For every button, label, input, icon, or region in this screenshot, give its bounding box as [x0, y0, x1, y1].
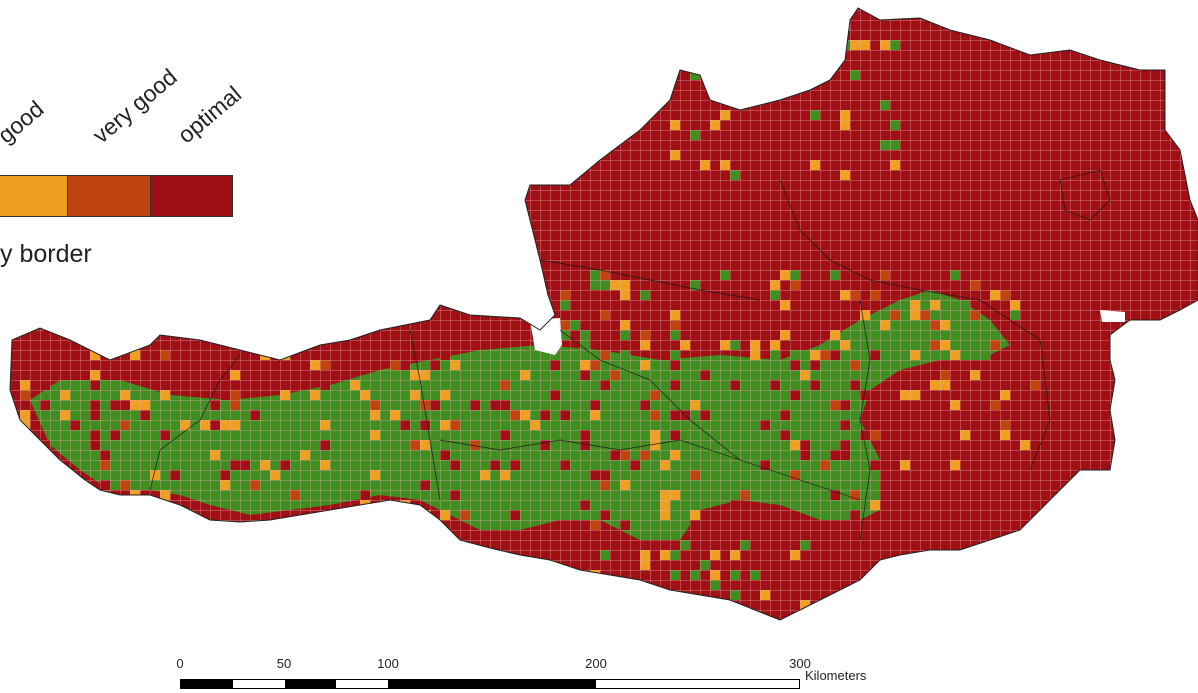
grid-cell [690, 60, 700, 70]
grid-cell [800, 40, 810, 50]
grid-cell [590, 580, 600, 590]
legend-swatch-good [0, 175, 67, 217]
region-border [859, 299, 871, 541]
grid-cell [20, 480, 30, 490]
grid-cell [580, 580, 590, 590]
grid-cell [20, 430, 30, 440]
grid-cell [690, 600, 700, 610]
legend-swatch-optimal [150, 175, 233, 217]
grid-cell [30, 490, 40, 500]
region-border [539, 259, 761, 301]
scale-tick-300: 300 [789, 656, 811, 671]
scale-seg-6 [595, 680, 799, 688]
grid-cell [60, 510, 70, 520]
legend-border-label: y border [0, 240, 92, 268]
scale-tick-0: 0 [176, 656, 184, 671]
region-border [439, 439, 741, 461]
lake-west [530, 318, 562, 355]
lake-east [1100, 310, 1125, 322]
grid-cell [310, 520, 320, 530]
region-border [919, 289, 1051, 471]
region-border [1059, 169, 1111, 221]
grid-cell [680, 600, 690, 610]
grid-cell [730, 40, 740, 50]
grid-cell [150, 510, 160, 520]
grid-cell [710, 20, 720, 30]
region-border [149, 354, 241, 491]
grid-cell [720, 80, 730, 90]
grid-cell [700, 40, 710, 50]
grid-cell [410, 520, 420, 530]
grid-cell [80, 500, 90, 510]
scale-seg-3 [284, 680, 337, 688]
grid-cell [20, 460, 30, 470]
grid-cell [20, 520, 30, 530]
grid-cell [120, 510, 130, 520]
scale-seg-1 [181, 680, 233, 688]
grid-cell [600, 580, 610, 590]
grid-cell [850, 600, 860, 610]
scale-tick-100: 100 [377, 656, 399, 671]
grid-cell [670, 20, 680, 30]
scale-tick-50: 50 [276, 656, 292, 671]
grid-cell [680, 20, 690, 30]
scale-seg-5 [388, 680, 596, 688]
grid-cell [820, 10, 830, 20]
grid-cell [80, 510, 90, 520]
legend-swatch-very-good [67, 175, 150, 217]
grid-cell [30, 490, 40, 500]
grid-cell [750, 10, 760, 20]
scale-seg-2 [232, 680, 285, 688]
grid-cell [780, 70, 790, 80]
scale-unit-label: Kilometers [805, 668, 867, 683]
scale-seg-4 [336, 680, 389, 688]
region-border [559, 329, 861, 501]
country-border [9, 7, 1198, 621]
grid-cell [720, 30, 730, 40]
grid-cell [370, 510, 380, 520]
region-border [409, 329, 441, 501]
grid-cell [100, 500, 110, 510]
scale-tick-200: 200 [585, 656, 607, 671]
scale-bar [180, 679, 800, 689]
region-border [779, 179, 921, 291]
